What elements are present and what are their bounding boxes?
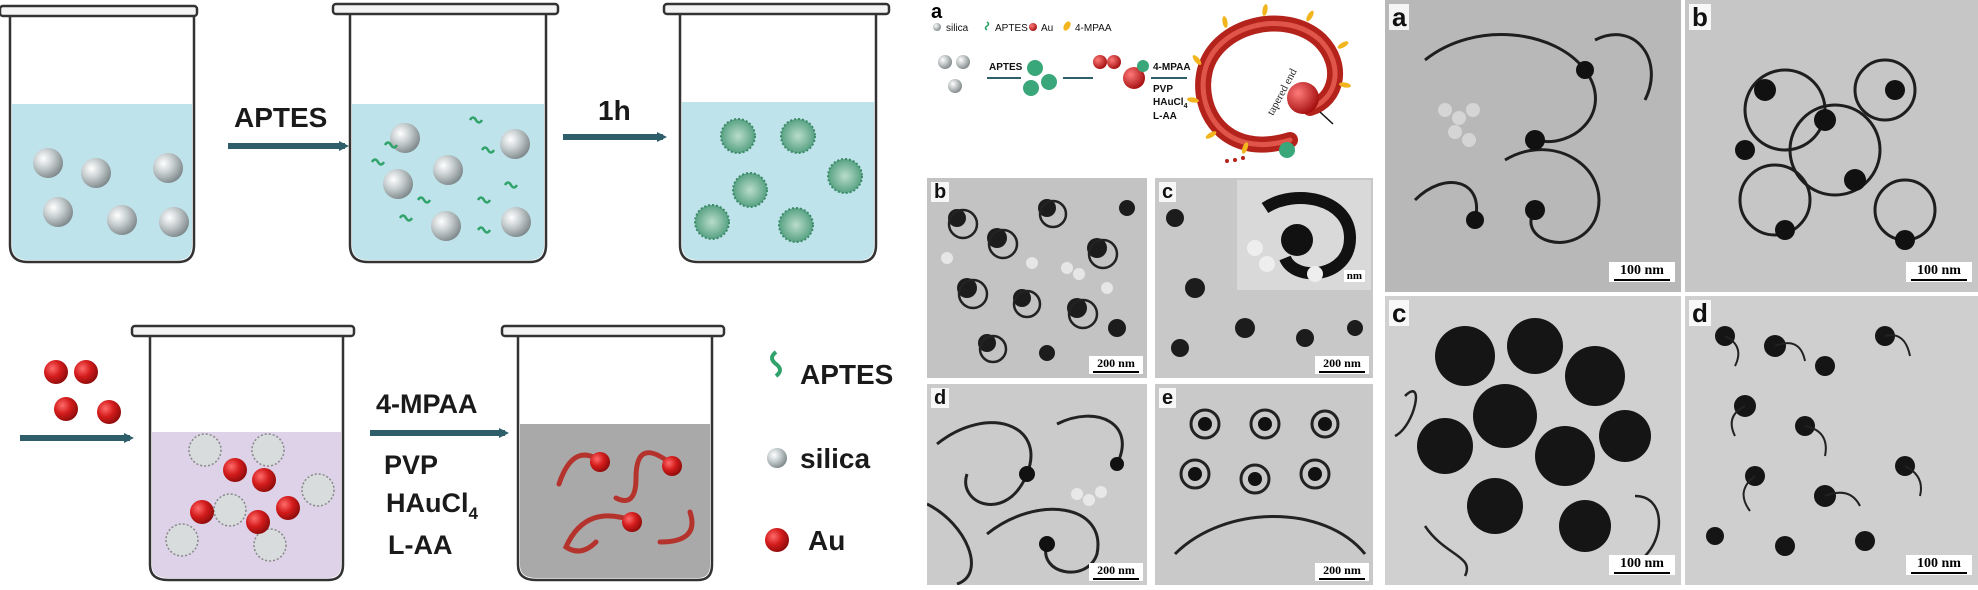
scale-bar-right-b: 100 nm [1906, 261, 1972, 282]
beaker-5 [500, 324, 726, 582]
right-tem-a: a 100 nm [1385, 0, 1681, 292]
reagent-4: L-AA [388, 530, 452, 560]
legend-au: Au [1041, 23, 1053, 34]
scale-bar-right-d: 100 nm [1906, 554, 1972, 575]
right-tem-d: d 100 nm [1685, 296, 1978, 585]
aptes-strand-icon [984, 21, 990, 31]
middle-tem-b: b 200 nm [927, 178, 1147, 378]
legend-aptes-label: APTES [800, 359, 893, 390]
reagent-1: 4-MPAA [376, 389, 478, 419]
middle-reagent-2: PVP [1153, 84, 1173, 95]
beaker-1 [0, 4, 199, 264]
right-panel-b-letter: b [1689, 4, 1711, 30]
right-panel-d-letter: d [1689, 300, 1711, 326]
arrow-step-2: 1h [563, 95, 667, 142]
legend-au-label: Au [808, 525, 845, 556]
curled-nanowire: tapered end [1187, 4, 1351, 163]
beaker-2 [331, 2, 560, 264]
silica-sphere-icon [933, 23, 941, 31]
middle-tem-c: c nm 200 nm [1155, 178, 1373, 378]
right-tem-c: c 100 nm [1385, 296, 1681, 585]
arrow-step-1: APTES [228, 102, 349, 151]
middle-scheme-a: a silica APTES Au 4-MPAA APTES 4-MPAA PV… [931, 1, 1351, 163]
beaker-4 [130, 324, 356, 582]
middle-panel-e-letter: e [1159, 388, 1177, 408]
middle-tem-e: e 200 nm [1155, 384, 1373, 585]
right-panel-c-letter: c [1389, 300, 1410, 326]
aptes-strand-icon [770, 350, 782, 378]
scale-bar-e: 200 nm [1315, 562, 1369, 581]
silica-sphere-icon [767, 448, 787, 468]
middle-panel-a-letter: a [931, 1, 943, 23]
middle-reagent-1: 4-MPAA [1153, 62, 1191, 73]
middle-panel-c-letter: c [1159, 182, 1177, 202]
scale-bar-b: 200 nm [1089, 355, 1143, 374]
scale-bar-d: 200 nm [1089, 562, 1143, 581]
arrow-step-3: 4-MPAA PVP HAuCl4 L-AA [370, 389, 509, 560]
scheme-svg: APTES 1h [0, 2, 893, 582]
silica-sphere-icon [33, 148, 63, 178]
middle-arrow1-label: APTES [989, 62, 1023, 73]
middle-panel-b-letter: b [931, 182, 950, 202]
gold-particle-icon [1029, 23, 1037, 31]
legend-4mpaa: 4-MPAA [1075, 23, 1112, 34]
middle-figure: a silica APTES Au 4-MPAA APTES 4-MPAA PV… [925, 0, 1375, 585]
scale-bar-right-c: 100 nm [1609, 554, 1675, 575]
beaker-3 [662, 2, 891, 264]
legend-silica: silica [946, 23, 969, 34]
mpaa-ligand-icon [1063, 21, 1071, 31]
gold-particles [20, 360, 134, 443]
right-tem-b: b 100 nm [1685, 0, 1978, 292]
middle-reagent-4: L-AA [1153, 111, 1177, 122]
scale-bar-c-inset: nm [1343, 270, 1365, 283]
synthesis-scheme: APTES 1h [0, 0, 920, 585]
right-figure: a 100 nm b 100 nm c 100 nm d 100 nm [1385, 0, 1978, 585]
middle-reagent-3: HAuCl4 [1153, 97, 1188, 110]
middle-tem-d: d 200 nm [927, 384, 1147, 585]
legend-aptes: APTES [995, 23, 1028, 34]
step1-label: APTES [234, 102, 327, 133]
right-panel-a-letter: a [1389, 4, 1410, 30]
step2-label: 1h [598, 95, 631, 126]
reagent-2: PVP [384, 450, 438, 480]
scheme-legend: APTES silica Au [765, 350, 893, 556]
scale-bar-c: 200 nm [1315, 355, 1369, 374]
legend-silica-label: silica [800, 443, 870, 474]
scale-bar-right-a: 100 nm [1609, 261, 1675, 282]
reagent-3: HAuCl4 [386, 488, 479, 523]
gold-particle-icon [765, 528, 789, 552]
middle-panel-d-letter: d [931, 388, 950, 408]
